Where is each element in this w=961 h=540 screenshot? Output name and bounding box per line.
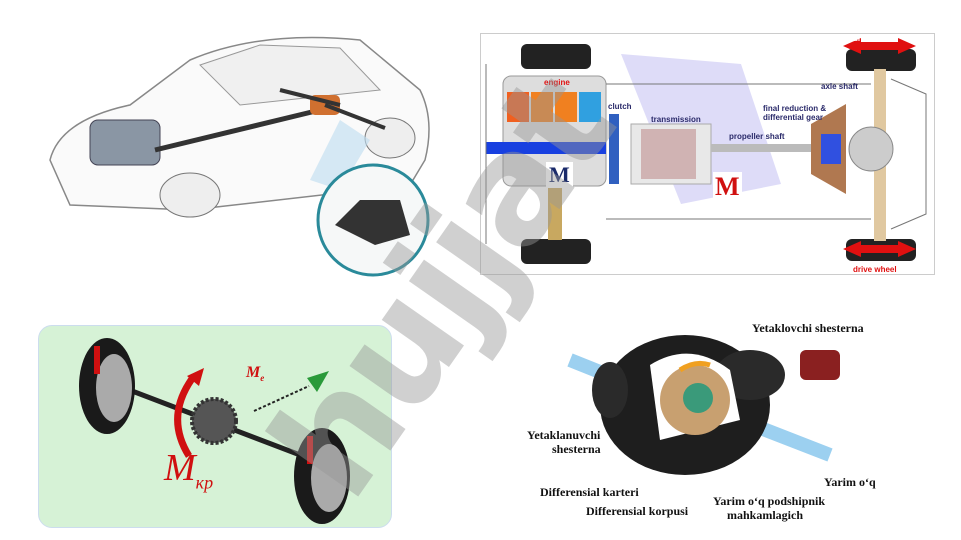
propeller-shaft-label: propeller shaft [729,132,785,141]
driven-gear-label-1: Yetaklanuvchi [527,428,601,442]
transmission-label: transmission [651,115,701,124]
clutch-label: clutch [608,102,632,111]
case-label: Differensial korpusi [586,504,689,518]
half-shaft-label: Yarim o‘q [824,475,876,489]
housing-label: Differensial karteri [540,485,639,499]
bearing-label-1: Yarim o‘q podshipnik [713,494,826,508]
bearing-label-2: mahkamlagich [727,508,804,522]
car-drivetrain-illustration [40,10,440,310]
drivetrain-schematic: engine clutch transmission propeller sha… [480,33,935,275]
axle-shaft-label: axle shaft [821,82,858,91]
drive-wheel-bottom-label: drive wheel [853,265,897,274]
axle-torque-diagram: Mкр Me [38,325,392,528]
transmission-torque-symbol: M [713,172,742,202]
main-torque-symbol: Mкр [164,447,214,493]
drive-wheel-top-label: drive wheel [853,34,897,43]
input-torque-symbol: Me [246,364,265,384]
differential-gear-label: differential gear [763,113,824,122]
engine-torque-symbol: M [546,162,573,188]
driven-gear-label-2: shesterna [552,442,601,456]
differential-cutaway: Yetaklovchi shesterna Yetaklanuvchi shes… [500,310,920,530]
final-reduction-label: final reduction & [763,104,827,113]
engine-label: engine [544,78,570,87]
driving-gear-label: Yetaklovchi shesterna [752,321,864,335]
